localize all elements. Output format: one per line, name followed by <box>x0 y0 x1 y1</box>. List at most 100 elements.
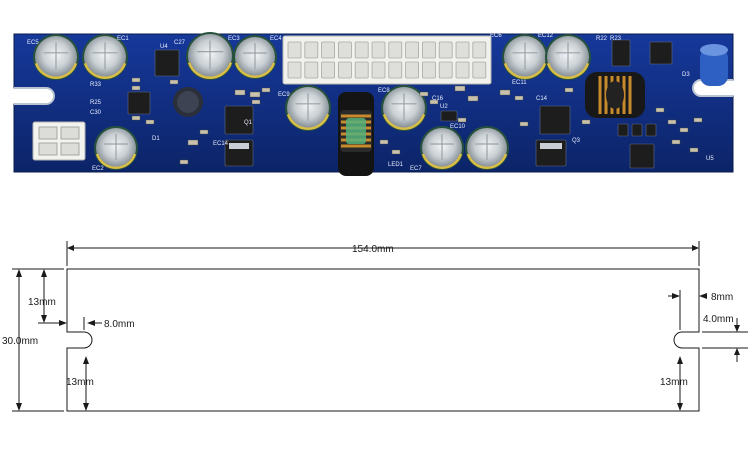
capacitor <box>465 126 509 170</box>
p4-connector <box>32 121 86 161</box>
label-ec4: EC4 <box>270 36 282 42</box>
label-ec14: EC14 <box>213 141 229 147</box>
dim-right-slot: 8mm <box>668 290 733 330</box>
smd-part <box>655 107 665 113</box>
atx-pin <box>304 41 319 59</box>
right-slot-label: 8mm <box>711 292 733 303</box>
overall-height-label: 30.0mm <box>2 336 38 347</box>
label-ec5: EC5 <box>27 40 39 46</box>
dim-right-slot-width: 4.0mm <box>702 314 748 362</box>
smd-part <box>581 119 591 125</box>
atx-pin <box>472 61 487 79</box>
dim-right-bottom: 13mm <box>660 356 688 411</box>
small-inductor <box>173 87 203 117</box>
label-ec7: EC7 <box>410 166 422 172</box>
smd-part <box>131 77 141 83</box>
smd-part <box>499 89 511 96</box>
board-outline <box>66 268 700 412</box>
smd-part <box>391 149 401 155</box>
label-u4: U4 <box>160 44 168 50</box>
label-q1: Q1 <box>244 120 253 126</box>
atx-pin <box>421 61 436 79</box>
atx-pin <box>472 41 487 59</box>
atx-pin <box>354 41 369 59</box>
dim-left-slot: 8.0mm <box>83 317 135 330</box>
left-slot-label: 8.0mm <box>104 319 135 330</box>
smd-components <box>131 77 703 165</box>
overall-length-label: 154.0mm <box>352 244 394 255</box>
atx-pin <box>388 61 403 79</box>
smd-part <box>131 85 141 91</box>
capacitor <box>502 34 548 80</box>
smd-part <box>679 127 689 133</box>
heatsink-tabs <box>229 143 562 149</box>
toroid-inductor-right <box>585 72 645 118</box>
toroid-inductor-center <box>338 92 374 176</box>
atx-pin <box>354 61 369 79</box>
capacitor <box>186 32 234 80</box>
atx-pin <box>438 61 453 79</box>
capacitor <box>233 35 277 79</box>
label-c30: C30 <box>90 110 102 116</box>
atx-pin <box>304 61 319 79</box>
dim-overall-length: 154.0mm <box>66 241 700 266</box>
smd-part <box>249 91 261 98</box>
atx-pin-grid <box>287 41 487 79</box>
atx-pin <box>287 41 302 59</box>
smd-part <box>187 139 199 146</box>
smd-part <box>671 139 681 145</box>
dim-left-bottom: 13mm <box>66 356 94 411</box>
smd-part <box>467 95 479 102</box>
smd-part <box>251 99 261 105</box>
mosfet-group <box>127 39 673 169</box>
label-ec9: EC9 <box>278 92 290 98</box>
smd-part <box>564 87 574 93</box>
left-bottom-label: 13mm <box>66 377 94 388</box>
label-ec12: EC12 <box>538 33 554 39</box>
label-c16: C16 <box>432 96 444 102</box>
left-slot-rim <box>14 87 55 105</box>
label-ec11: EC11 <box>512 80 527 86</box>
dim-left-top: 13mm <box>28 269 67 326</box>
capacitor <box>94 126 138 170</box>
smd-part <box>457 117 467 123</box>
atx-pin <box>287 61 302 79</box>
label-ec1: EC1 <box>117 36 129 42</box>
dimension-drawing: 154.0mm 30.0mm 13mm 8.0mm <box>2 241 748 412</box>
label-ec2: EC2 <box>92 166 104 172</box>
atx-24pin-connector <box>282 35 492 85</box>
smd-part <box>419 91 429 97</box>
capacitor <box>285 85 331 131</box>
label-r22: R22 <box>596 36 608 42</box>
atx-pin <box>438 41 453 59</box>
board-photo: EC5 EC1 EC3 EC4 EC6 EC12 EC8 EC9 EC7 EC1… <box>13 32 734 176</box>
label-c27: C27 <box>174 40 186 46</box>
atx-pin <box>371 61 386 79</box>
dim-overall-height: 30.0mm <box>2 268 64 412</box>
smd-part <box>145 119 155 125</box>
smd-part <box>454 85 466 92</box>
atx-pin <box>337 61 352 79</box>
atx-pin <box>337 41 352 59</box>
left-top-label: 13mm <box>28 297 56 308</box>
label-c14: C14 <box>536 96 548 102</box>
smd-part <box>519 121 529 127</box>
smd-part <box>429 99 439 105</box>
atx-pin <box>421 41 436 59</box>
label-ec8: EC8 <box>378 88 390 94</box>
atx-pin <box>455 41 470 59</box>
atx-pin <box>405 61 420 79</box>
capacitor <box>82 34 128 80</box>
label-led1: LED1 <box>388 162 404 168</box>
smd-part <box>379 139 389 145</box>
smd-part <box>514 95 524 101</box>
right-slot-width-label: 4.0mm <box>703 314 734 325</box>
silkscreen-labels: EC5 EC1 EC3 EC4 EC6 EC12 EC8 EC9 EC7 EC1… <box>27 33 714 172</box>
label-u2: U2 <box>440 104 448 110</box>
smd-part <box>179 159 189 165</box>
label-ec6: EC6 <box>490 33 502 39</box>
right-bottom-label: 13mm <box>660 377 688 388</box>
right-slot-rim <box>692 79 733 97</box>
atx-pin <box>371 41 386 59</box>
